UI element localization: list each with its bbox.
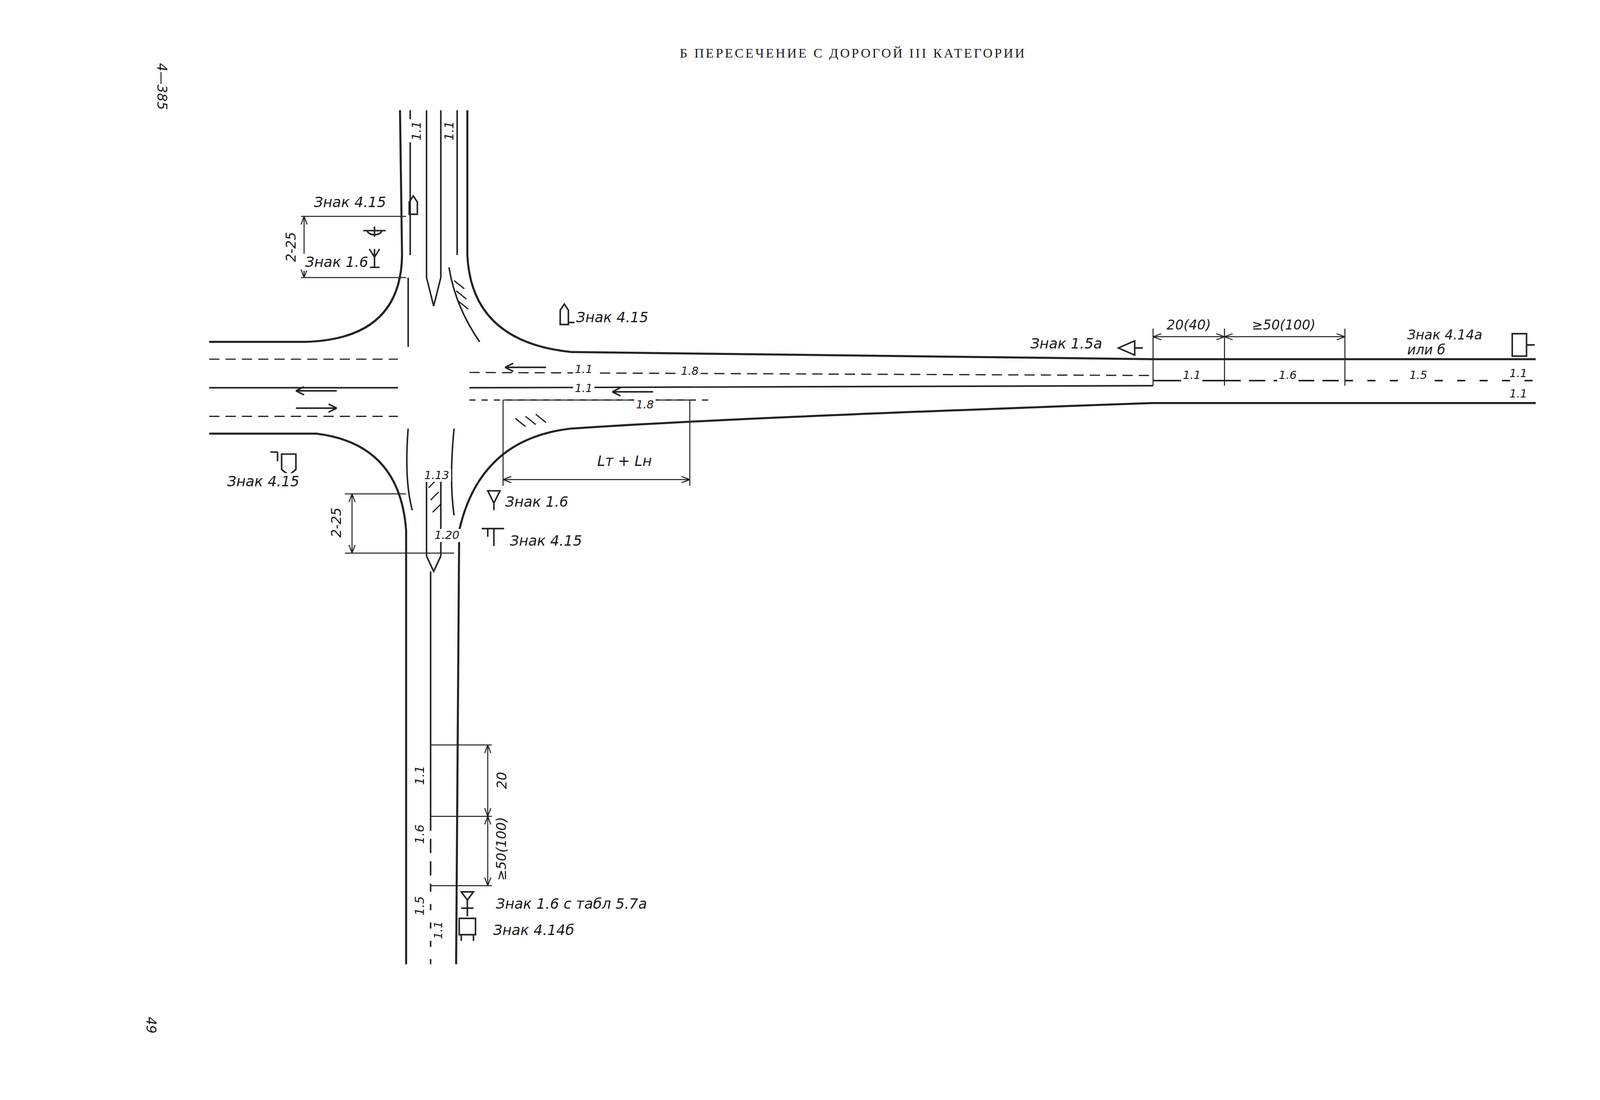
drawing-label: 2-25 — [284, 229, 300, 264]
drawing-label: 1.1 — [1507, 367, 1529, 380]
title: Б ПЕРЕСЕЧЕНИЕ С ДОРОГОЙ III КАТЕГОРИИ — [677, 45, 1028, 61]
drawing-label: Знак 4.15 — [507, 532, 584, 550]
drawing-label: 2-25 — [329, 505, 345, 540]
drawing-label: 1.6 — [1277, 369, 1299, 382]
drawing-label: 1.1 — [1181, 369, 1203, 382]
drawing-label: 4—385 — [153, 61, 170, 112]
drawing-label: 1.1 — [442, 119, 457, 143]
drawing-label: ≥50(100) — [1249, 317, 1318, 334]
drawing-label: 1.1 — [573, 363, 595, 376]
drawing-label: Знак 4.15 — [311, 194, 388, 211]
drawing-label: 49 — [143, 1015, 159, 1036]
drawing-label: 1.1 — [432, 919, 446, 942]
drawing-label: 1.1 — [573, 382, 595, 395]
drawing-label: Знак 4.14а или б — [1405, 327, 1489, 359]
drawing-label: 20 — [494, 770, 510, 791]
drawing-label: ≥50(100) — [494, 815, 510, 883]
drawing-label: Lт + Lн — [595, 452, 654, 470]
drawing-label: Знак 1.6 — [503, 493, 570, 511]
drawing-label: Знак 1.6 с табл 5.7а — [494, 895, 649, 913]
drawing-label: 1.20 — [432, 529, 462, 542]
drawing-label: 1.8 — [634, 398, 656, 412]
drawing-label: 1.5 — [1407, 369, 1430, 382]
drawing-label: 1.6 — [412, 823, 427, 847]
drawing-label: Знак 4.15 — [574, 309, 651, 326]
drawing-label: 20(40) — [1164, 317, 1213, 334]
drawing-label: 1.5 — [412, 894, 427, 918]
drawing-label: Знак 1.5а — [1028, 335, 1105, 352]
drawing-label: Знак 1.6 — [303, 253, 370, 271]
drawing-label: 1.1 — [412, 763, 427, 788]
drawing-label: Знак 4.14б — [491, 922, 577, 939]
drawing-label: Знак 4.15 — [225, 473, 302, 490]
drawing-label: 1.1 — [1507, 387, 1529, 401]
drawing-label: 1.13 — [422, 469, 452, 482]
drawing-label: 1.1 — [409, 119, 424, 143]
drawing-label: 1.8 — [679, 364, 701, 378]
